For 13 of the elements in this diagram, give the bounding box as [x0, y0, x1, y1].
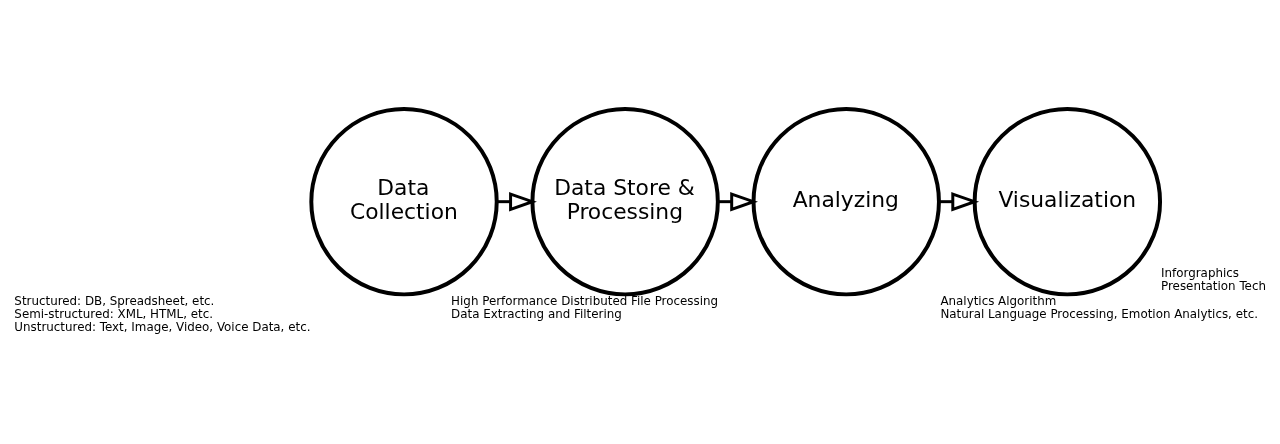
arrow	[718, 191, 758, 212]
node-label: Presentation Tech	[1161, 279, 1266, 294]
arrow	[497, 191, 537, 212]
node-label: Natural Language Processing, Emotion Analytics, etc.	[940, 306, 1258, 321]
node-circle: Data Collection	[309, 107, 499, 297]
node-circle: Analyzing	[751, 107, 941, 297]
node-circle: Data Store & Processing	[530, 107, 720, 297]
node-circle: Visualization	[972, 107, 1163, 297]
node-label: Inforgraphics	[1161, 266, 1239, 281]
arrow	[939, 191, 980, 212]
node-label: Semi-structured: XML, HTML, etc.	[14, 307, 213, 322]
node-label: Structured: DB, Spreadsheet, etc.	[14, 294, 215, 309]
node-label: Unstructured: Text, Image, Video, Voice Data, etc.	[14, 320, 311, 335]
